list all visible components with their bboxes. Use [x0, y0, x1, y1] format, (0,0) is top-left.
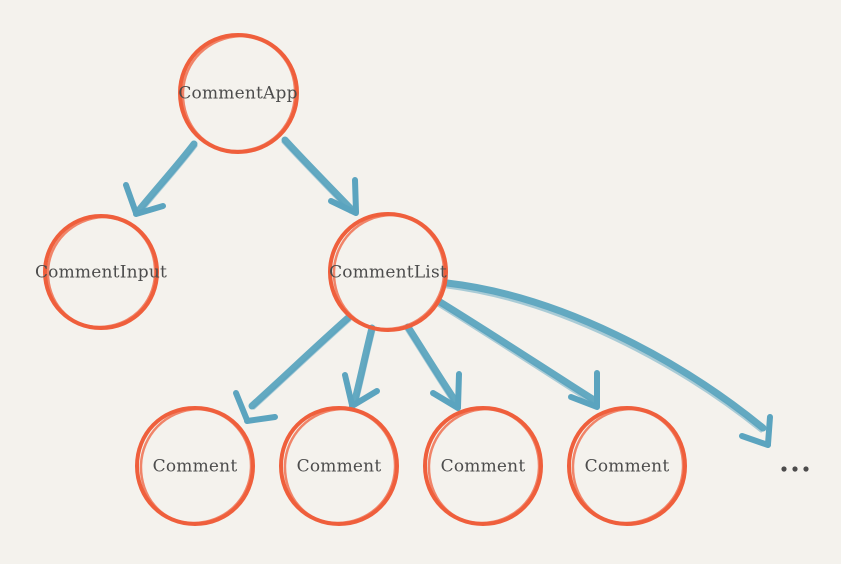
node-comment-1-label: Comment: [153, 457, 238, 477]
node-comment-list[interactable]: CommentList: [327, 211, 449, 333]
node-comment-2-label: Comment: [297, 457, 382, 477]
edge-list-to-c2: [342, 324, 380, 409]
edge-app-to-input: [123, 140, 198, 217]
edge-list-to-c4: [436, 298, 600, 410]
ellipsis-dot-1: [781, 466, 787, 472]
edge-list-to-more: [443, 279, 773, 448]
node-comment-2-circle-overdraw: [283, 407, 397, 525]
more-indicator: [781, 466, 809, 472]
node-comment-1-circle-overdraw: [139, 407, 253, 525]
ellipsis-dot-3: [803, 466, 809, 472]
node-comment-app-label: CommentApp: [178, 84, 297, 104]
edge-app-to-list: [281, 136, 359, 216]
edge-list-to-c1: [233, 314, 352, 424]
node-comment-4[interactable]: Comment: [566, 405, 688, 527]
node-comment-app-circle-overdraw: [181, 34, 297, 153]
node-layer: CommentApp CommentInput CommentList Comm…: [35, 32, 809, 527]
node-comment-4-label: Comment: [585, 457, 670, 477]
node-comment-4-circle-overdraw: [571, 407, 685, 525]
edge-layer: [123, 136, 773, 448]
node-comment-list-circle-overdraw: [332, 213, 446, 331]
node-comment-input[interactable]: CommentInput: [35, 213, 167, 331]
node-comment-2[interactable]: Comment: [278, 405, 400, 527]
node-comment-3-label: Comment: [441, 457, 526, 477]
node-comment-3[interactable]: Comment: [422, 405, 544, 527]
node-comment-3-circle-overdraw: [427, 407, 541, 525]
node-comment-list-label: CommentList: [329, 263, 447, 283]
node-comment-input-label: CommentInput: [35, 263, 167, 283]
edge-list-to-c3: [404, 323, 462, 411]
node-comment-input-circle-overdraw: [46, 215, 157, 329]
node-comment-1[interactable]: Comment: [134, 405, 256, 527]
node-comment-app[interactable]: CommentApp: [177, 32, 300, 155]
ellipsis-dot-2: [792, 466, 798, 472]
